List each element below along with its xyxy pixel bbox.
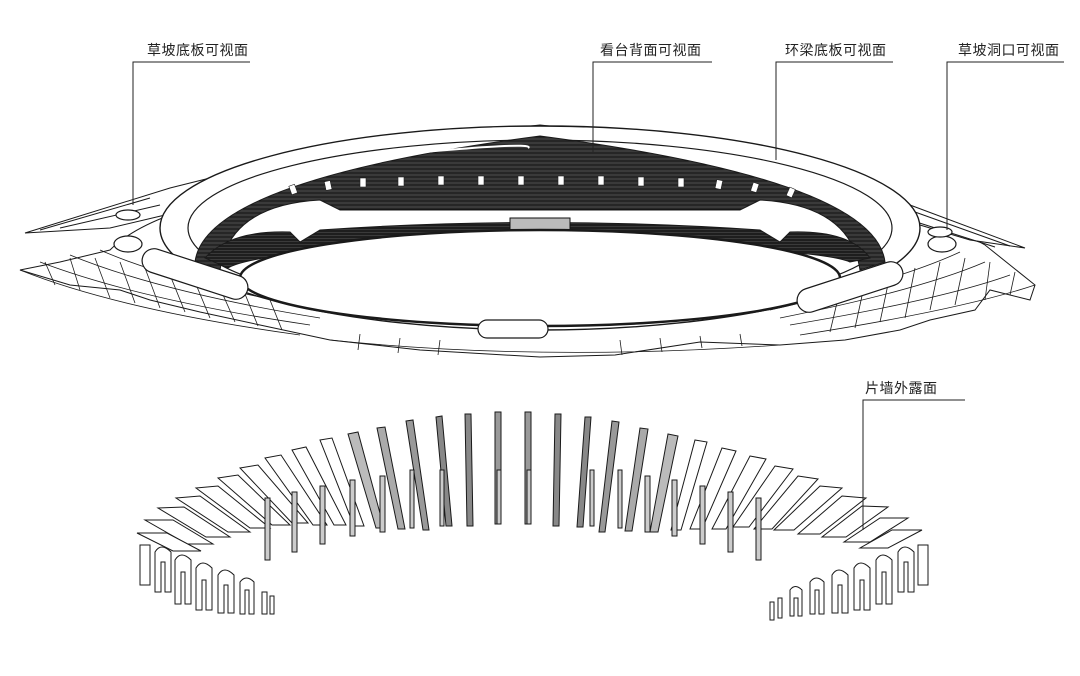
leader-ring-beam-soffit — [775, 61, 893, 160]
label-stand-back: 看台背面可视面 — [600, 43, 702, 59]
fin-walls-front — [139, 544, 929, 621]
fin-wall-legs — [264, 469, 762, 561]
fin-wall-ring — [136, 411, 929, 621]
plaza-grid-left — [19, 249, 331, 336]
vomitory-openings — [288, 175, 796, 199]
plaza-grid-front — [329, 333, 781, 356]
field-inner — [238, 228, 842, 328]
slope-openings — [113, 209, 957, 339]
leader-fin-wall-exposed — [862, 399, 965, 530]
label-ring-beam-soffit: 环梁底板可视面 — [785, 43, 887, 59]
leader-grass-slope-opening — [946, 61, 1064, 230]
upper-stand — [194, 135, 886, 271]
leader-grass-slope-soffit — [132, 61, 250, 205]
label-grass-slope-soffit: 草坡底板可视面 — [147, 43, 249, 59]
label-grass-slope-opening: 草坡洞口可视面 — [958, 43, 1060, 59]
leader-stand-back — [592, 61, 712, 152]
label-fin-wall-exposed: 片墙外露面 — [865, 381, 938, 397]
fin-walls-back — [136, 411, 923, 552]
leader-lines — [132, 61, 1064, 530]
upper-stand-walkway — [339, 144, 530, 161]
stadium-bowl — [19, 124, 1036, 358]
